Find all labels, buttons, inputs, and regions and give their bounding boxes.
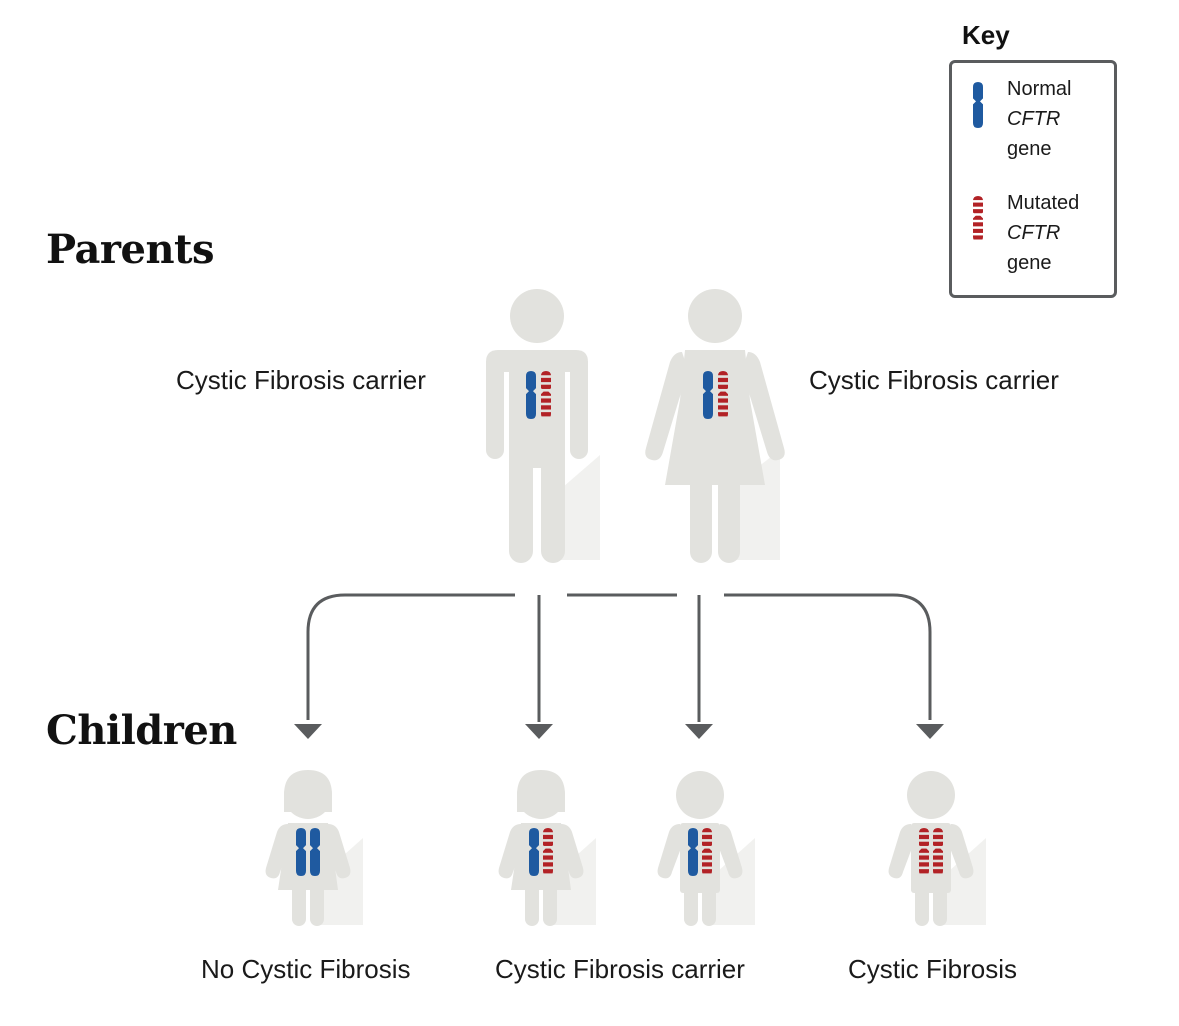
father-arm-left (486, 355, 504, 459)
mother-leg-right (718, 470, 740, 563)
father-arm-right (570, 355, 588, 459)
child-leg-right (702, 878, 716, 926)
child-arm-right (716, 824, 743, 879)
child-arm-left (888, 824, 915, 879)
arrow-line-4 (724, 593, 932, 720)
child-chromosome-normal (529, 828, 539, 876)
father-head (510, 289, 564, 343)
inheritance-arrows (306, 593, 932, 722)
child-arm-left (498, 824, 525, 879)
key-legend-box (949, 60, 1117, 298)
child-chromosome-normal (310, 828, 320, 876)
children-heading: Children (46, 707, 237, 754)
child-arm-right (557, 824, 584, 879)
child-chromosome-mutated (543, 828, 553, 874)
child-arm-right (947, 824, 974, 879)
father-shoulders (486, 350, 588, 372)
mutated-chromosome-icon (973, 196, 983, 240)
key-mutated-line2: CFTR (1007, 222, 1061, 244)
key-mutated-line1: Mutated (1007, 192, 1080, 214)
parents-heading: Parents (46, 226, 215, 273)
father-leg-right (541, 455, 565, 563)
normal-chromosome-icon (973, 82, 983, 128)
child-figure-girl-1 (265, 770, 363, 926)
child-shadow (708, 838, 755, 925)
child-leg-left (915, 878, 929, 926)
mother-shadow (728, 450, 780, 560)
child-figure-boy-1 (657, 771, 755, 926)
child-chromosome-mutated (933, 828, 943, 874)
child-hair (517, 770, 565, 812)
child-chromosome-mutated (919, 828, 929, 874)
child-leg-left (684, 878, 698, 926)
mother-figure (645, 289, 785, 563)
mother-chromosome-mutated (718, 371, 728, 417)
child-shadow (549, 838, 596, 925)
child-hair (284, 770, 332, 812)
key-mutated-line3: gene (1007, 252, 1052, 274)
child-chromosome-normal (296, 828, 306, 876)
mother-head (688, 289, 742, 343)
child-dress (278, 823, 338, 890)
father-chromosomes (526, 371, 551, 419)
mother-chromosome-normal (703, 371, 713, 419)
arrow-head-3 (685, 724, 713, 739)
normal-chromosome-shape (973, 82, 983, 128)
child-leg-right (310, 878, 324, 926)
child-leg-right (543, 878, 557, 926)
child-shadow (939, 838, 986, 925)
arrow-heads (294, 724, 944, 739)
child-leg-right (933, 878, 947, 926)
father-figure (486, 289, 600, 563)
arrow-head-2 (525, 724, 553, 739)
mutated-chromosome-shape (973, 196, 983, 240)
child-torso (911, 823, 951, 893)
arrow-head-1 (294, 724, 322, 739)
child-head (676, 771, 724, 819)
key-normal-line3: gene (1007, 138, 1052, 160)
key-title: Key (962, 20, 1010, 50)
father-leg-left (509, 455, 533, 563)
arrow-line-1 (306, 593, 515, 720)
child-label-carrier: Cystic Fibrosis carrier (495, 954, 745, 984)
child-dress (511, 823, 571, 890)
child-leg-left (292, 878, 306, 926)
key-normal-line2: CFTR (1007, 108, 1061, 130)
mother-arm-right (742, 352, 785, 461)
child-figure-girl-2 (498, 770, 596, 926)
child-label-cf: Cystic Fibrosis (848, 954, 1018, 984)
child-arm-left (657, 824, 684, 879)
mother-arm-left (645, 352, 688, 461)
mother-leg-left (690, 470, 712, 563)
child-chromosome-normal (688, 828, 698, 876)
child-arm-left (265, 824, 292, 879)
father-label: Cystic Fibrosis carrier (176, 365, 426, 395)
child-head (907, 771, 955, 819)
mother-dress (665, 350, 765, 485)
mother-label: Cystic Fibrosis carrier (809, 365, 1059, 395)
father-chromosome-normal (526, 371, 536, 419)
child-chromosome-mutated (702, 828, 712, 874)
child-figure-boy-2 (888, 771, 986, 926)
father-chromosome-mutated (541, 371, 551, 417)
mother-chromosomes (703, 371, 728, 419)
child-shadow (316, 838, 363, 925)
child-label-no-cf: No Cystic Fibrosis (201, 954, 411, 984)
arrow-head-4 (916, 724, 944, 739)
key-normal-line1: Normal (1007, 78, 1072, 100)
child-leg-left (525, 878, 539, 926)
child-arm-right (324, 824, 351, 879)
